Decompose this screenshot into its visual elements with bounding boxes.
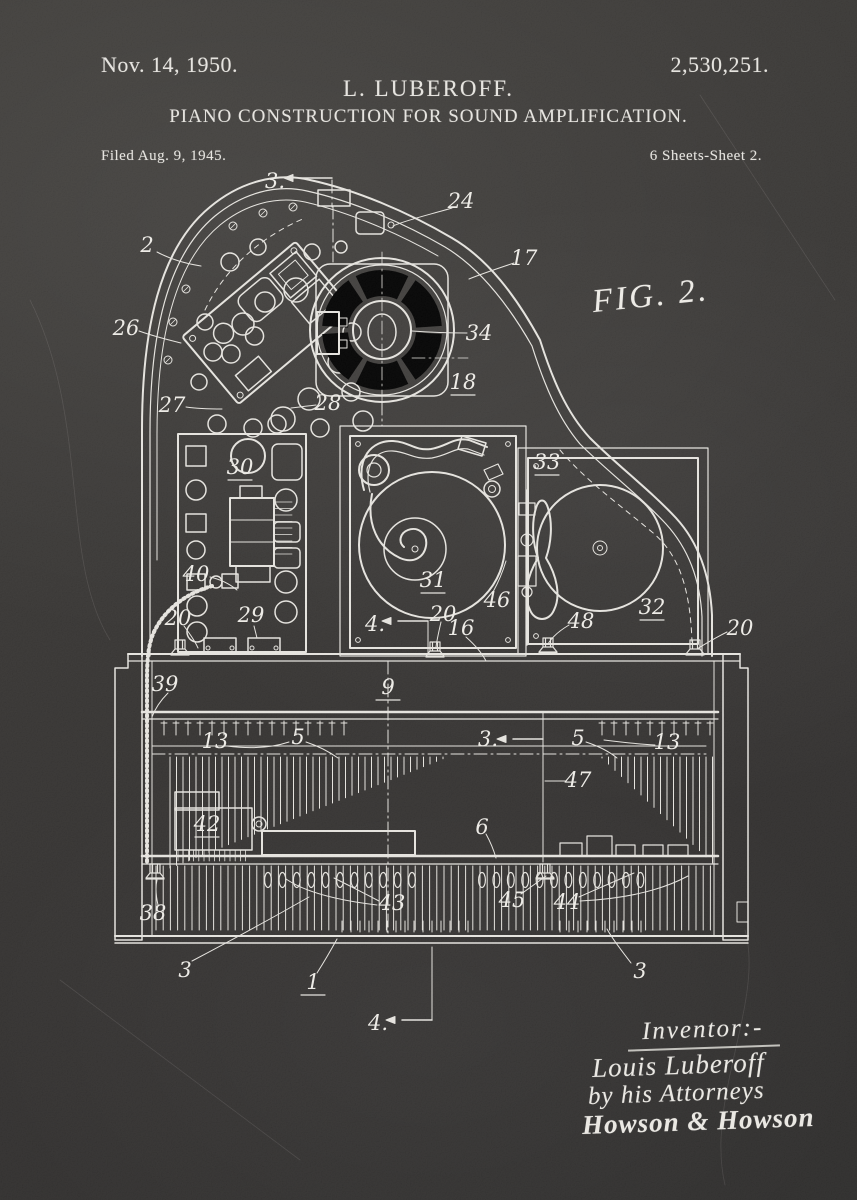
- signature-inventor-label: Inventor:-: [641, 1013, 764, 1046]
